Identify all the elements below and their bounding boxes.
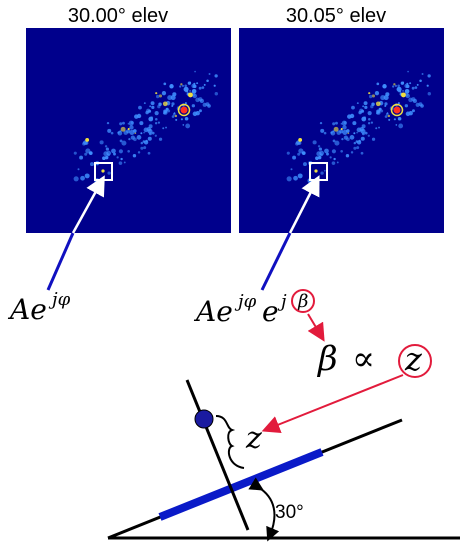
angle-arc	[248, 477, 280, 542]
right-sar-speckle	[286, 70, 432, 184]
target-point	[194, 409, 214, 429]
right-phasor-second-e: e	[262, 295, 279, 328]
look-direction-line	[185, 379, 250, 531]
beta-proportional-z: β ∝ z	[316, 339, 432, 379]
left-sar-speckle	[73, 70, 219, 184]
height-label: z	[245, 421, 262, 456]
right-phasor-arrow	[260, 175, 320, 291]
z-highlight-circle	[398, 344, 432, 378]
angle-label: 30°	[275, 502, 304, 523]
left-panel-title: 30.00° elev	[68, 5, 168, 27]
left-sar-image	[26, 28, 231, 233]
beta-to-relation-arrow	[307, 313, 325, 342]
right-phasor-base: Ae	[193, 295, 233, 328]
left-phasor-exponent: jφ	[48, 289, 71, 310]
left-phasor-equation: Ae jφ	[7, 289, 71, 326]
right-phasor-beta: β	[297, 291, 308, 312]
relation-beta: β	[316, 339, 338, 379]
left-phasor-arrow	[46, 175, 105, 291]
height-brace	[215, 415, 245, 469]
right-panel-title: 30.05° elev	[286, 5, 386, 27]
terrain-geometry: z 30°	[107, 379, 460, 542]
right-phasor-equation: Ae jφ e j β	[193, 289, 315, 328]
left-phasor-base: Ae	[7, 293, 47, 326]
right-sar-image	[239, 28, 444, 233]
relation-proportional: ∝	[352, 339, 375, 379]
right-phasor-exponent: jφ	[234, 291, 257, 312]
baseline-bar	[158, 448, 324, 521]
z-to-height-arrow	[261, 374, 404, 434]
beta-highlight-circle	[291, 289, 315, 313]
relation-z: z	[404, 340, 423, 378]
right-phasor-j: j	[277, 291, 287, 312]
